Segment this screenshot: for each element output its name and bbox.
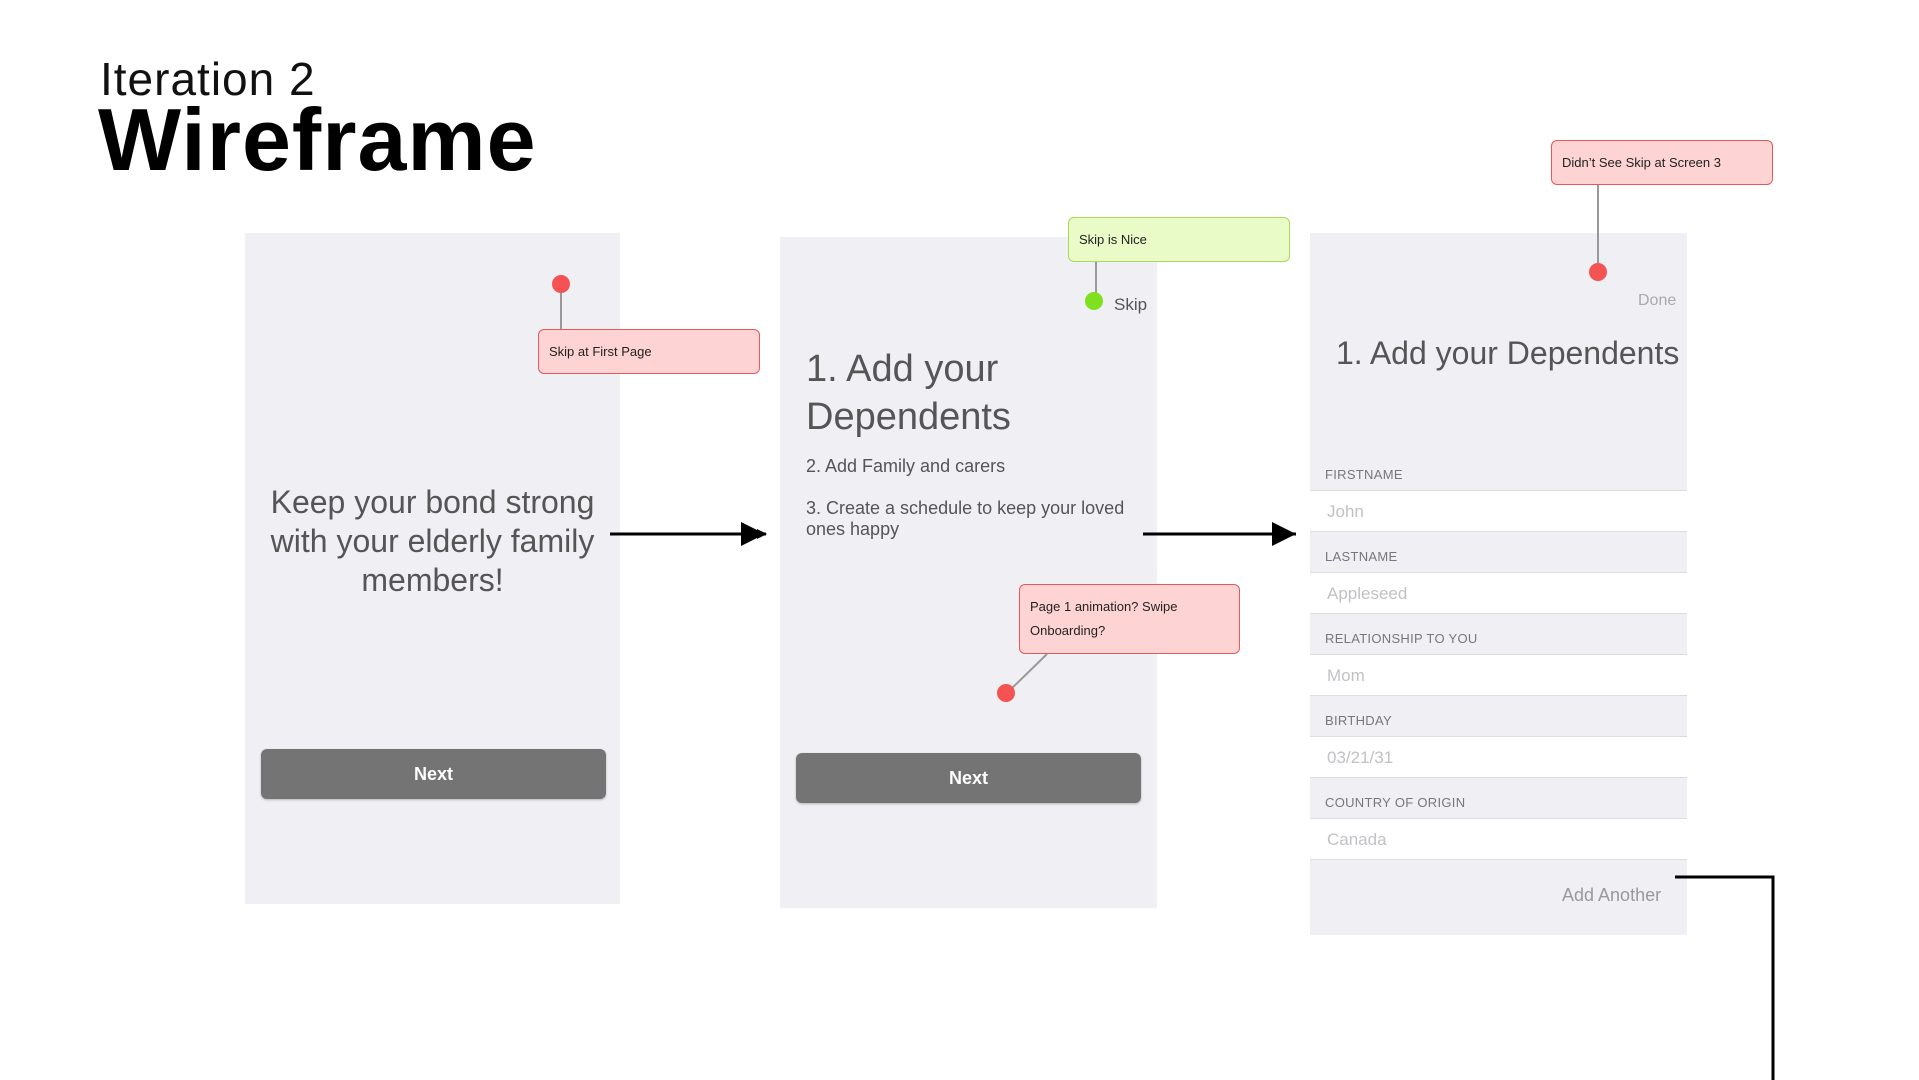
birthday-placeholder: 03/21/31 xyxy=(1327,748,1394,767)
red-dot-screen1 xyxy=(552,275,570,293)
page-title: Wireframe xyxy=(98,90,537,189)
country-placeholder: Canada xyxy=(1327,830,1387,849)
iteration-label: Iteration 2 xyxy=(100,53,316,105)
arrowhead-2 xyxy=(1272,522,1296,546)
add-dependents-title: 1. Add your Dependents xyxy=(1336,335,1680,371)
birthday-label: BIRTHDAY xyxy=(1325,713,1392,728)
note-skip-is-nice: Skip is Nice xyxy=(1068,217,1290,262)
lastname-field[interactable]: Appleseed xyxy=(1310,572,1687,614)
note-didnt-see-text: Didn’t See Skip at Screen 3 xyxy=(1562,155,1721,170)
lastname-label: LASTNAME xyxy=(1325,549,1398,564)
arrowhead-1 xyxy=(741,522,765,546)
step3-text: 3. Create a schedule to keep your loved … xyxy=(806,498,1125,539)
note-didnt-see-skip: Didn’t See Skip at Screen 3 xyxy=(1551,140,1773,185)
connector-page1 xyxy=(1006,653,1048,694)
country-label: COUNTRY OF ORIGIN xyxy=(1325,795,1466,810)
note-page1-text: Page 1 animation? Swipe Onboarding? xyxy=(1030,599,1178,638)
skip-link[interactable]: Skip xyxy=(1114,295,1148,314)
welcome-tagline: Keep your bond strong with your elderly … xyxy=(270,484,595,598)
lastname-placeholder: Appleseed xyxy=(1327,584,1408,603)
relationship-placeholder: Mom xyxy=(1327,666,1365,685)
red-dot-screen3 xyxy=(1589,263,1607,281)
red-dot-page1 xyxy=(997,684,1015,702)
firstname-placeholder: John xyxy=(1327,502,1364,521)
green-dot-skip xyxy=(1085,292,1103,310)
note-skip-nice-text: Skip is Nice xyxy=(1079,232,1147,247)
done-link[interactable]: Done xyxy=(1638,292,1677,309)
add-another-connector xyxy=(1675,875,1775,1080)
relationship-field[interactable]: Mom xyxy=(1310,654,1687,696)
birthday-field[interactable]: 03/21/31 xyxy=(1310,736,1687,778)
country-field[interactable]: Canada xyxy=(1310,818,1687,860)
step1-title: 1. Add your Dependents xyxy=(806,348,1011,438)
next-button-screen2[interactable]: Next xyxy=(796,753,1141,803)
relationship-label: RELATIONSHIP TO YOU xyxy=(1325,631,1478,646)
firstname-label: FIRSTNAME xyxy=(1325,467,1403,482)
firstname-field[interactable]: John xyxy=(1310,490,1687,532)
next-button-screen1[interactable]: Next xyxy=(261,749,606,799)
note-skip-at-first-page: Skip at First Page xyxy=(538,329,760,374)
add-another-button[interactable]: Add Another xyxy=(1562,885,1662,905)
step2-text: 2. Add Family and carers xyxy=(806,456,1006,476)
note-skip-first-text: Skip at First Page xyxy=(549,344,652,359)
note-page1-animation: Page 1 animation? Swipe Onboarding? xyxy=(1019,584,1240,654)
